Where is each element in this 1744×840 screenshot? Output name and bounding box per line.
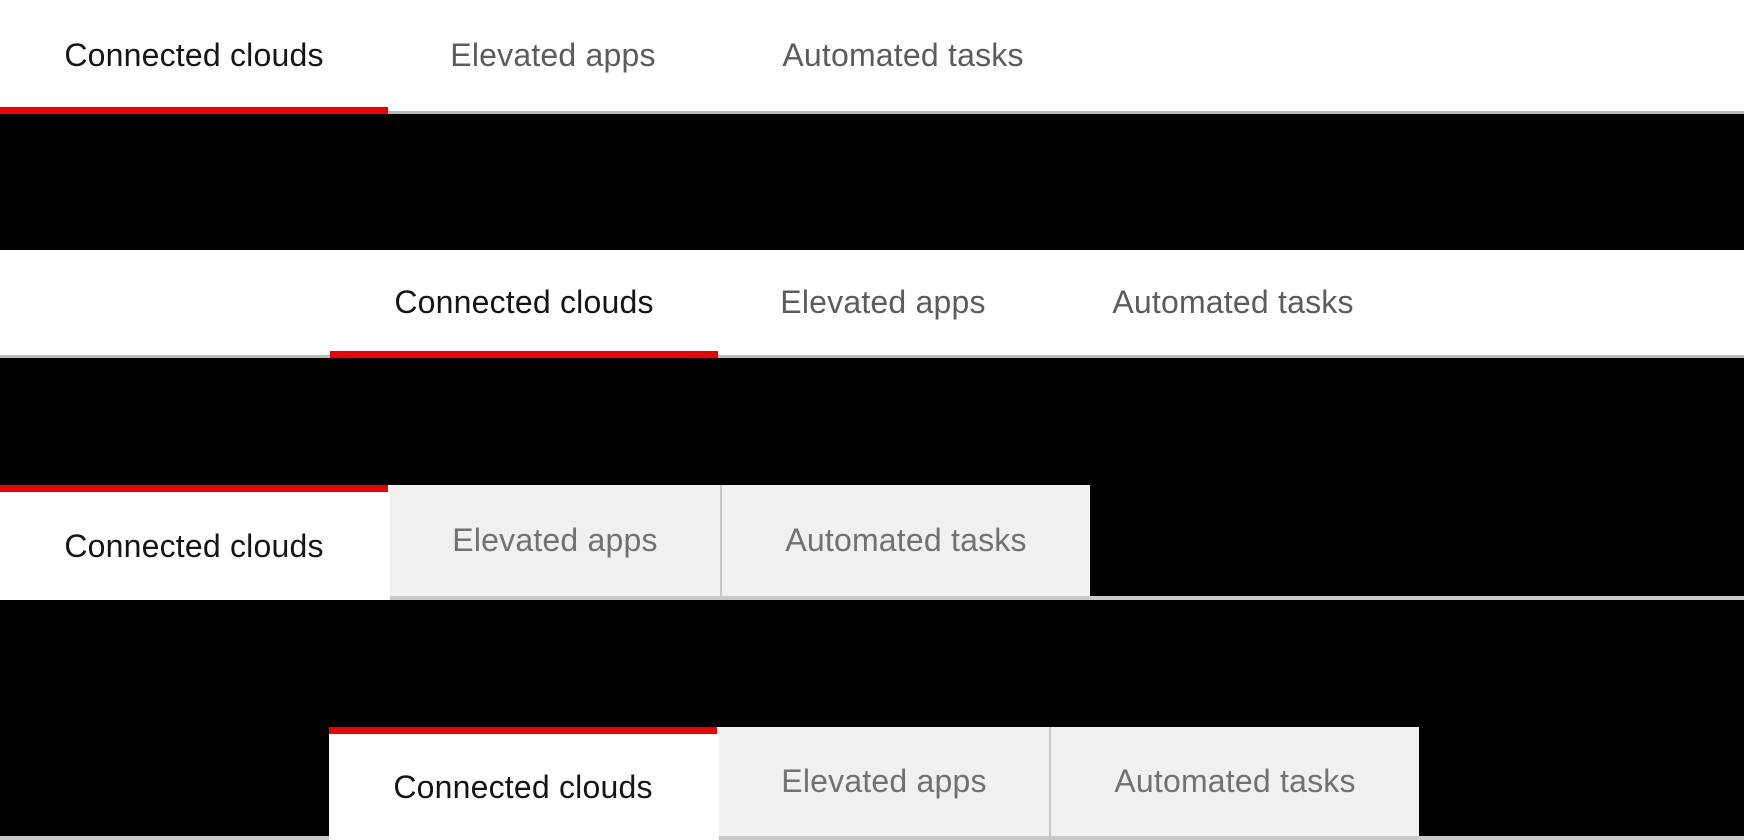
background-spacer: [0, 114, 1744, 250]
tab-automated-tasks[interactable]: Automated tasks: [1049, 727, 1419, 840]
background-spacer: [0, 600, 1744, 727]
tab-label: Connected clouds: [64, 37, 324, 73]
tabs-example-box: Connected clouds Elevated apps Automated…: [0, 485, 1090, 600]
tab-label: Automated tasks: [782, 37, 1024, 73]
tab-automated-tasks[interactable]: Automated tasks: [720, 485, 1090, 600]
tabs-border-line: [1419, 836, 1744, 840]
tabs-border-line: [0, 836, 329, 840]
tab-elevated-apps[interactable]: Elevated apps: [718, 250, 1048, 355]
tab-label: Elevated apps: [780, 284, 986, 320]
tab-elevated-apps[interactable]: Elevated apps: [390, 485, 720, 600]
tab-elevated-apps[interactable]: Elevated apps: [388, 0, 718, 111]
tab-label: Elevated apps: [781, 763, 987, 799]
tab-connected-clouds[interactable]: Connected clouds: [330, 250, 718, 358]
tab-label: Automated tasks: [785, 522, 1027, 558]
tabs-example-box-inset: Connected clouds Elevated apps Automated…: [329, 727, 1419, 840]
tab-connected-clouds[interactable]: Connected clouds: [0, 485, 388, 600]
tab-label: Elevated apps: [452, 522, 658, 558]
tabs-example-underline-inset: Connected clouds Elevated apps Automated…: [0, 250, 1744, 358]
tabs-border-line: [1090, 596, 1744, 600]
tab-automated-tasks[interactable]: Automated tasks: [1048, 250, 1418, 355]
background-spacer: [0, 727, 329, 836]
background-spacer: [1090, 485, 1744, 596]
tab-label: Connected clouds: [64, 527, 324, 564]
tab-label: Automated tasks: [1114, 763, 1356, 799]
tab-label: Elevated apps: [450, 37, 656, 73]
tabs-example-underline: Connected clouds Elevated apps Automated…: [0, 0, 1744, 114]
tab-label: Automated tasks: [1112, 284, 1354, 320]
background-spacer: [1419, 727, 1744, 836]
tab-elevated-apps[interactable]: Elevated apps: [719, 727, 1049, 840]
background-spacer: [0, 358, 1744, 485]
active-tab-indicator: [0, 107, 388, 114]
tab-automated-tasks[interactable]: Automated tasks: [718, 0, 1088, 111]
tab-label: Connected clouds: [393, 768, 653, 805]
active-tab-indicator: [330, 351, 718, 358]
tab-connected-clouds[interactable]: Connected clouds: [329, 727, 717, 840]
tab-label: Connected clouds: [394, 284, 654, 320]
tab-connected-clouds[interactable]: Connected clouds: [0, 0, 388, 114]
